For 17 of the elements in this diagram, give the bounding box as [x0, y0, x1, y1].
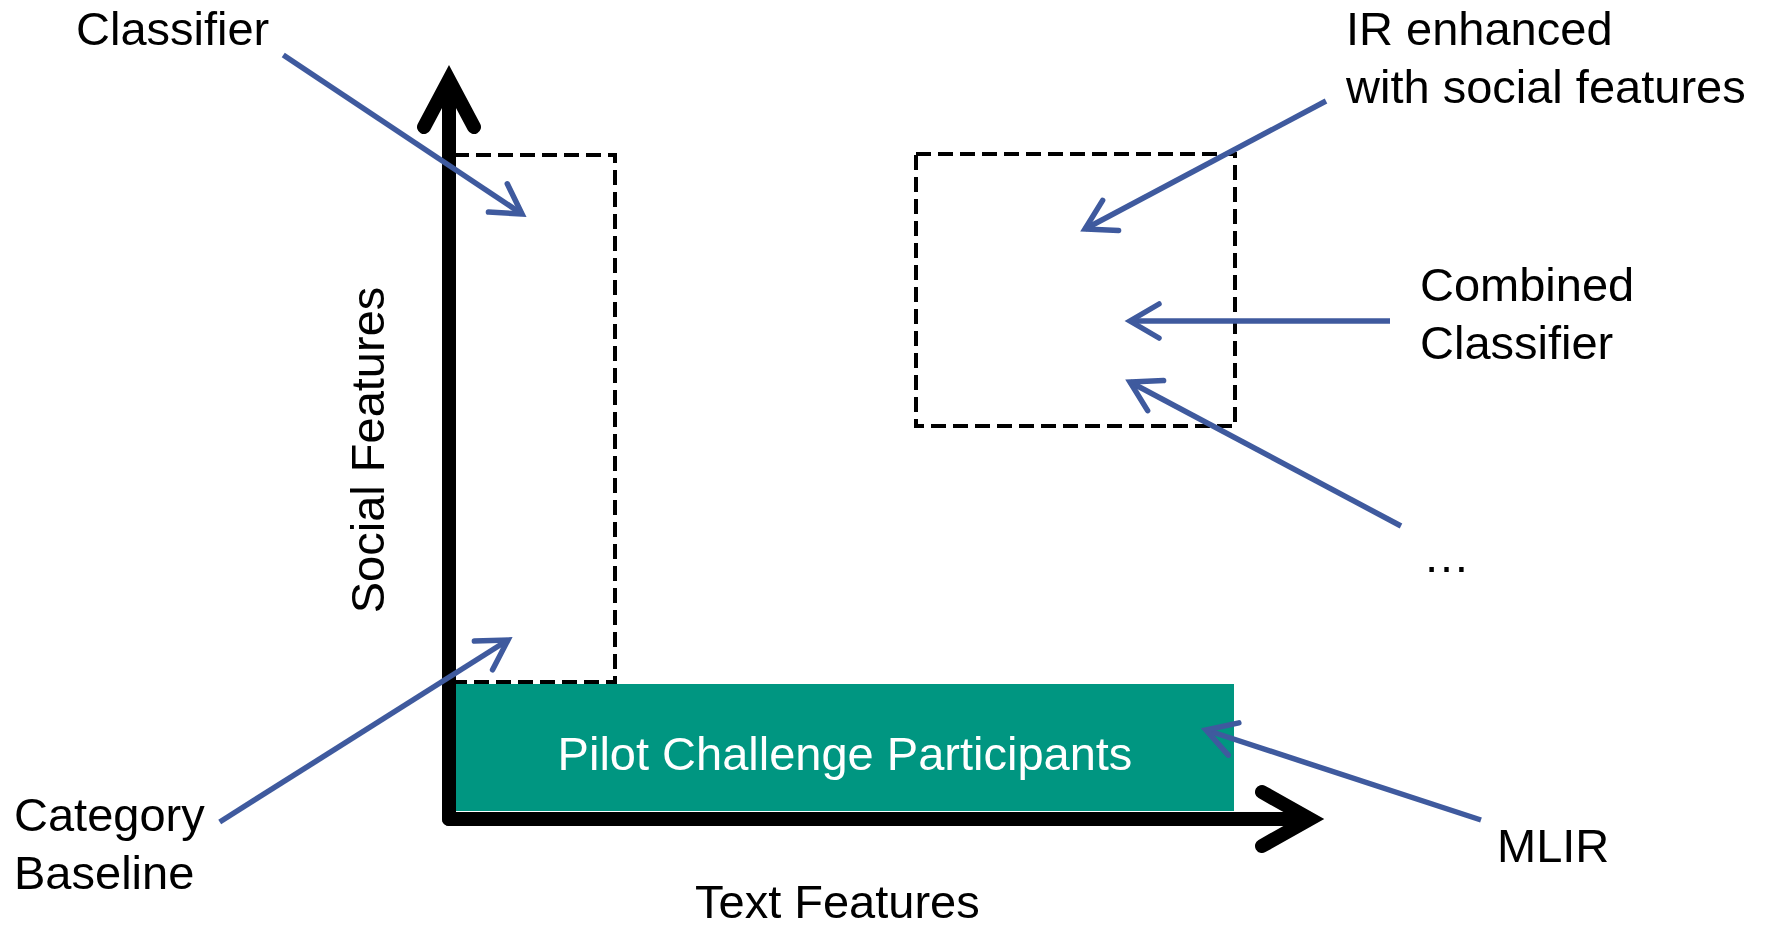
annotation-label: Classifier	[76, 0, 270, 58]
leader-arrow	[281, 52, 525, 217]
annotation-label: Combined Classifier	[1420, 256, 1635, 372]
leader-arrow	[218, 637, 511, 825]
annotation-label: Category Baseline	[14, 786, 205, 902]
axis-label: Text Features	[695, 878, 980, 925]
leader-arrow	[1127, 377, 1403, 529]
dashed-region	[914, 152, 1237, 428]
annotation-label: MLIR	[1497, 817, 1610, 875]
axis-label: Social Features	[343, 286, 391, 614]
filled-bar	[456, 684, 1234, 811]
leader-arrow	[1082, 98, 1328, 234]
leader-arrow	[1203, 720, 1482, 823]
annotation-label: IR enhanced with social features	[1346, 0, 1746, 116]
bar-label: Pilot Challenge Participants	[557, 725, 1133, 782]
annotation-label: …	[1423, 527, 1470, 585]
leader-arrow	[1127, 301, 1390, 341]
